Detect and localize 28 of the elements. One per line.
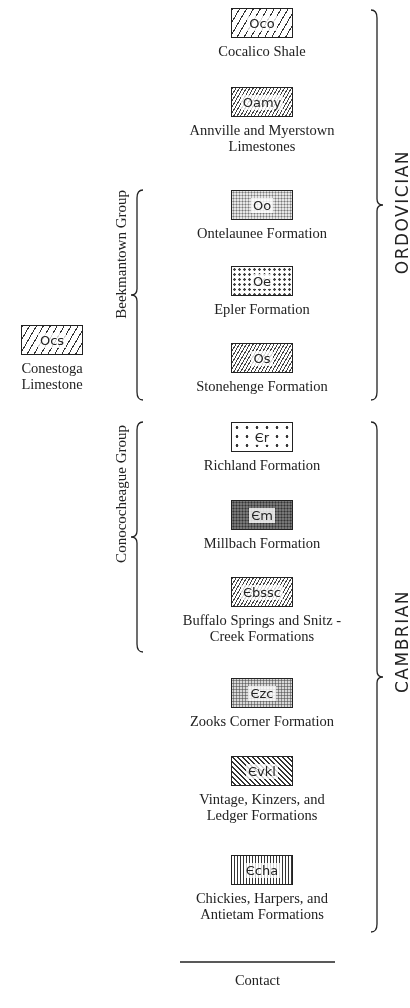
unit-symbol: Oco — [247, 15, 277, 31]
legend-text: Contact — [233, 972, 282, 989]
period-label: ORDOVICIAN — [392, 150, 410, 275]
unit-symbol: Ocs — [37, 332, 67, 348]
unit-symbol: Єvkl — [246, 763, 278, 779]
unit-symbol: Oamy — [240, 94, 284, 110]
group-label: Conococheague Group — [113, 425, 130, 563]
unit-name: Conestoga Limestone — [20, 360, 84, 392]
unit-name: Zooks Corner Formation — [188, 713, 336, 729]
unit-name: Buffalo Springs and Snitz -Creek Formations — [181, 612, 343, 644]
period-label: CAMBRIAN — [392, 590, 410, 693]
unit-symbol: Єbssc — [241, 584, 283, 600]
unit-name: Chickies, Harpers, and Antietam Formations — [194, 890, 330, 922]
group-label: Beekmantown Group — [113, 190, 130, 319]
unit-name: Ontelaunee Formation — [195, 225, 329, 241]
unit-name: Vintage, Kinzers, and Ledger Formations — [198, 791, 326, 823]
unit-name: Richland Formation — [202, 457, 322, 473]
unit-name: Millbach Formation — [202, 535, 322, 551]
unit-symbol: Єm — [249, 507, 275, 523]
unit-name: Cocalico Shale — [217, 43, 307, 59]
unit-name: Annville and Myerstown Limestones — [188, 122, 336, 154]
unit-symbol: Oe — [250, 273, 274, 289]
unit-symbol: Єzc — [248, 685, 276, 701]
unit-symbol: Oo — [250, 197, 274, 213]
unit-symbol: Os — [251, 350, 273, 366]
unit-name: Stonehenge Formation — [195, 378, 329, 394]
unit-symbol: Єcha — [243, 862, 281, 878]
unit-name: Epler Formation — [213, 301, 311, 317]
